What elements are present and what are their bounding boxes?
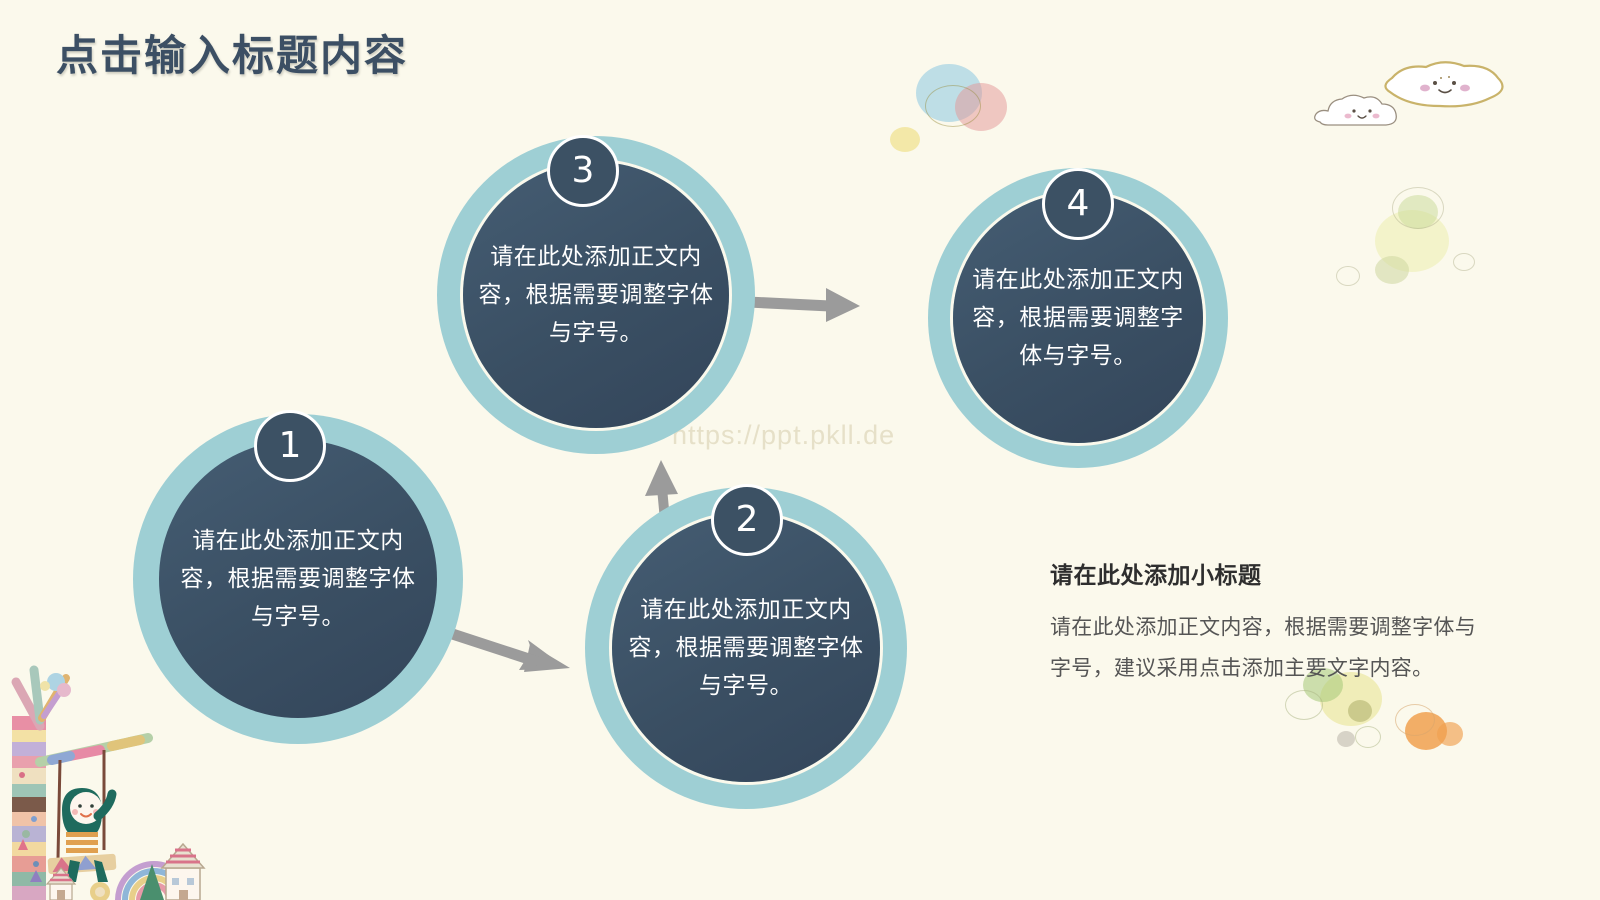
smiling-cloud-small-icon: [1314, 94, 1397, 126]
node-1[interactable]: 请在此处添加正文内容，根据需要调整字体与字号。 1: [133, 410, 463, 744]
decor-ring-orange: [1395, 704, 1435, 736]
watermark-text: https://ppt.pkll.de: [672, 420, 896, 450]
node-4-text: 请在此处添加正文内容，根据需要调整字体与字号。: [972, 266, 1184, 368]
node-2-inner-circle: [612, 514, 880, 782]
node-1-text: 请在此处添加正文内容，根据需要调整字体与字号。: [180, 527, 416, 629]
page-title: 点击输入标题内容: [56, 32, 409, 79]
decor-bubble-olive: [1348, 700, 1372, 722]
decor-bubble-yellow: [890, 127, 920, 152]
decor-bubble-pale-green-2: [1375, 256, 1409, 284]
node-3-inner-circle: [463, 162, 729, 428]
node-1-inner-circle: [159, 440, 437, 718]
side-text-block: 请在此处添加小标题 请在此处添加正文内容，根据需要调整字体与字号，建议采用点击添…: [1050, 556, 1480, 690]
decor-ring-pale-3: [1453, 253, 1475, 271]
node-1-number-badge: 1: [254, 410, 326, 482]
patchwork-tree-illustration: [11, 665, 206, 900]
side-body-text: 请在此处添加正文内容，根据需要调整字体与字号，建议采用点击添加主要文字内容。: [1050, 616, 1476, 680]
node-4[interactable]: 请在此处添加正文内容，根据需要调整字体与字号。 4: [928, 168, 1228, 468]
node-3-number-badge: 3: [547, 135, 619, 207]
side-heading: 请在此处添加小标题: [1050, 562, 1262, 588]
decor-ring-green: [1285, 690, 1323, 720]
arrow-3-to-4: [748, 288, 860, 322]
decor-ring-pale-1: [1392, 187, 1444, 229]
decor-bubble-gray: [1337, 731, 1355, 747]
decor-ring-green-2: [1355, 726, 1381, 748]
node-2[interactable]: 请在此处添加正文内容，根据需要调整字体与字号。 2: [585, 484, 907, 809]
smiling-cloud-large-icon: [1384, 61, 1504, 108]
node-3[interactable]: 请在此处添加正文内容，根据需要调整字体与字号。 3: [437, 135, 755, 454]
node-2-text: 请在此处添加正文内容，根据需要调整字体与字号。: [628, 596, 864, 698]
node-3-text: 请在此处添加正文内容，根据需要调整字体与字号。: [478, 243, 714, 345]
decor-bubble-orange-2: [1437, 722, 1463, 746]
decor-ring-pale-2: [1336, 266, 1360, 286]
node-4-number-badge: 4: [1042, 168, 1114, 240]
node-2-number-badge: 2: [711, 484, 783, 556]
decor-ring-olive: [925, 85, 981, 127]
